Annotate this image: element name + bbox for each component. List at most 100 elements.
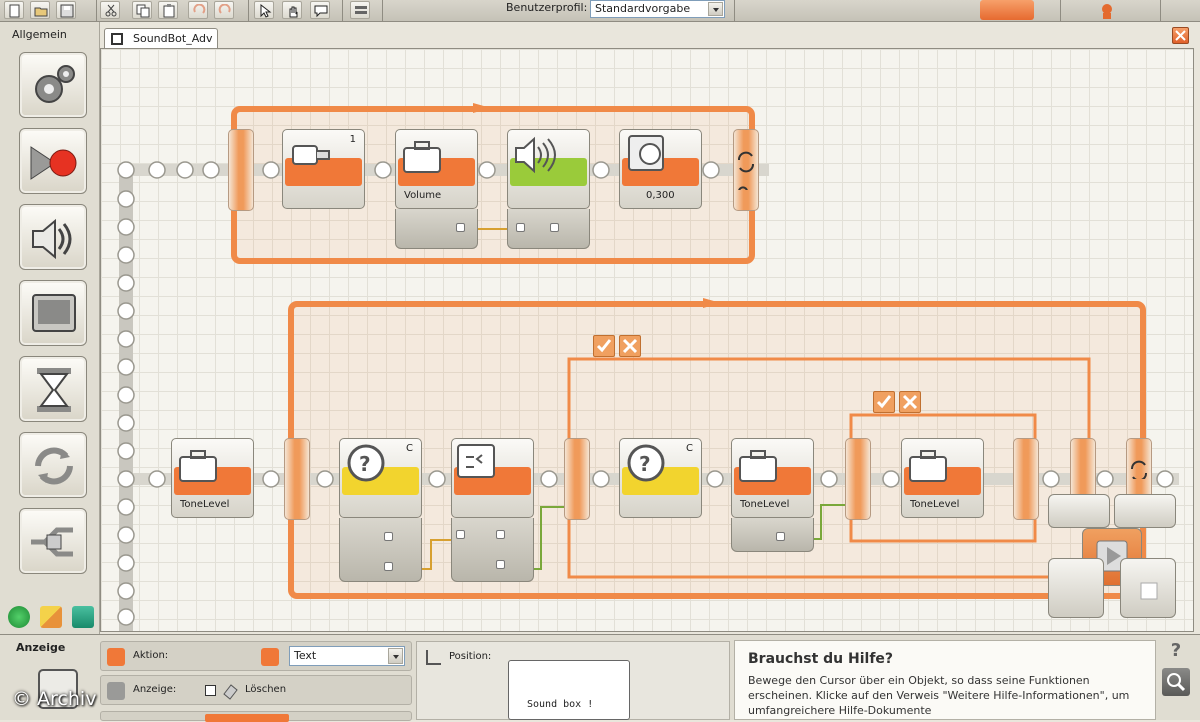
- paste-button[interactable]: [158, 1, 178, 19]
- briefcase-icon: [403, 141, 441, 173]
- help-question-icon[interactable]: ?: [1170, 640, 1182, 661]
- block-sound[interactable]: [507, 129, 590, 209]
- switch-true-tab[interactable]: [873, 391, 895, 413]
- help-panel: Brauchst du Hilfe? Bewege den Cursor übe…: [734, 640, 1156, 720]
- comment-tool-button[interactable]: [310, 1, 330, 19]
- pointer-tool-button[interactable]: [254, 1, 274, 19]
- loop-start-bar[interactable]: [284, 438, 310, 520]
- loop-end-bar[interactable]: [733, 129, 759, 211]
- block-compare[interactable]: [451, 438, 534, 518]
- download-button[interactable]: [1048, 558, 1104, 618]
- palette-mode-complete[interactable]: [40, 606, 62, 628]
- redo-button[interactable]: [214, 1, 234, 19]
- display-preview[interactable]: Sound box !: [508, 660, 630, 720]
- action-type-select[interactable]: Text: [289, 646, 405, 666]
- palette-mode-custom[interactable]: [72, 606, 94, 628]
- pointer-icon: [260, 4, 272, 18]
- switch-false-tab[interactable]: [899, 391, 921, 413]
- undo-button[interactable]: [188, 1, 208, 19]
- block-variable-tonelevel[interactable]: ToneLevel: [901, 438, 984, 518]
- data-hub[interactable]: [507, 209, 590, 249]
- gears-icon: [35, 65, 75, 103]
- close-tab-button[interactable]: [1172, 27, 1189, 44]
- data-hub[interactable]: [451, 518, 534, 582]
- stop-button[interactable]: [1120, 558, 1176, 618]
- download-button[interactable]: [980, 0, 1034, 20]
- motor-icon: [30, 146, 77, 180]
- block-port-letter: C: [406, 443, 413, 454]
- tab-soundbot[interactable]: SoundBot_Adv: [104, 28, 218, 48]
- profile-label: Benutzerprofil:: [506, 1, 588, 14]
- help-title: Brauchst du Hilfe?: [748, 651, 894, 667]
- text-icon: [261, 648, 279, 666]
- open-folder-button[interactable]: [30, 1, 50, 19]
- action-label: Aktion:: [133, 650, 169, 661]
- folder-icon: [34, 7, 48, 17]
- nxt-window-button[interactable]: [1048, 494, 1110, 528]
- palette-mode-common[interactable]: [8, 606, 30, 628]
- profile-select[interactable]: Standardvorgabe: [590, 0, 725, 18]
- block-variable-tonelevel[interactable]: ToneLevel: [171, 438, 254, 518]
- check-icon: [596, 339, 612, 353]
- switch-true-tab[interactable]: [593, 335, 615, 357]
- new-file-button[interactable]: [4, 1, 24, 19]
- switch-false-tab[interactable]: [619, 335, 641, 357]
- nxt-window-button[interactable]: [1094, 1, 1122, 19]
- stop-icon: [1140, 582, 1158, 600]
- save-icon: [60, 4, 74, 18]
- help-search-button[interactable]: [1162, 668, 1190, 696]
- palette-item-display[interactable]: [19, 280, 87, 346]
- hourglass-icon: [37, 368, 71, 412]
- palette-item-loop[interactable]: [19, 432, 87, 498]
- data-hub[interactable]: [395, 209, 478, 249]
- block-rotation-sensor[interactable]: C ?: [339, 438, 422, 518]
- config-title: Anzeige: [16, 641, 66, 654]
- palette-item-wait[interactable]: [19, 356, 87, 422]
- loop-start-bar[interactable]: [228, 129, 254, 211]
- compare-icon: [457, 444, 495, 478]
- eraser-icon: [223, 684, 238, 700]
- chevron-down-icon[interactable]: [388, 648, 403, 664]
- display-icon: [107, 682, 125, 700]
- pan-tool-button[interactable]: [282, 1, 302, 19]
- hand-icon: [289, 6, 298, 18]
- settings-panel-button[interactable]: [350, 1, 370, 19]
- chevron-down-icon[interactable]: [708, 2, 723, 16]
- display-row: Anzeige: Löschen: [100, 675, 412, 705]
- svg-text:?: ?: [639, 452, 651, 476]
- action-type-value: Text: [294, 649, 317, 662]
- block-variable-volume[interactable]: Volume: [395, 129, 478, 209]
- palette-item-action[interactable]: [19, 128, 87, 194]
- briefcase-icon: [179, 450, 217, 482]
- block-variable-tonelevel[interactable]: ToneLevel: [731, 438, 814, 518]
- sound-icon: [32, 218, 72, 260]
- robot-icon: [1102, 4, 1112, 19]
- switch-start-bar[interactable]: [845, 438, 871, 520]
- sound-sensor-icon: [292, 145, 330, 165]
- save-button[interactable]: [56, 1, 76, 19]
- palette-item-common[interactable]: [19, 52, 87, 118]
- data-hub[interactable]: [339, 518, 422, 582]
- block-wait-timer[interactable]: 0,300: [619, 129, 702, 209]
- clear-checkbox[interactable]: [205, 685, 216, 696]
- data-hub[interactable]: [731, 518, 814, 552]
- block-port-number: 1: [349, 134, 356, 145]
- cut-button[interactable]: [100, 1, 120, 19]
- switch-start-bar[interactable]: [564, 438, 590, 520]
- program-canvas[interactable]: 1 Volume 0,300 ToneLevel C ?: [100, 48, 1194, 632]
- block-sound-sensor[interactable]: 1: [282, 129, 365, 209]
- rotation-sensor-icon: ?: [347, 444, 385, 482]
- hourglass-timer-icon: [628, 135, 664, 171]
- block-label: ToneLevel: [910, 499, 960, 510]
- undo-icon: [193, 4, 206, 14]
- program-icon: [111, 33, 123, 45]
- palette-item-switch[interactable]: [19, 508, 87, 574]
- download-run-selected-button[interactable]: [1114, 494, 1176, 528]
- block-label: ToneLevel: [740, 499, 790, 510]
- switch-end-bar[interactable]: [1013, 438, 1039, 520]
- copy-button[interactable]: [132, 1, 152, 19]
- help-body: Bewege den Cursor über ein Objekt, so da…: [748, 674, 1130, 717]
- block-rotation-sensor[interactable]: C ?: [619, 438, 702, 518]
- magnifier-icon: [1167, 673, 1186, 692]
- palette-item-sound[interactable]: [19, 204, 87, 270]
